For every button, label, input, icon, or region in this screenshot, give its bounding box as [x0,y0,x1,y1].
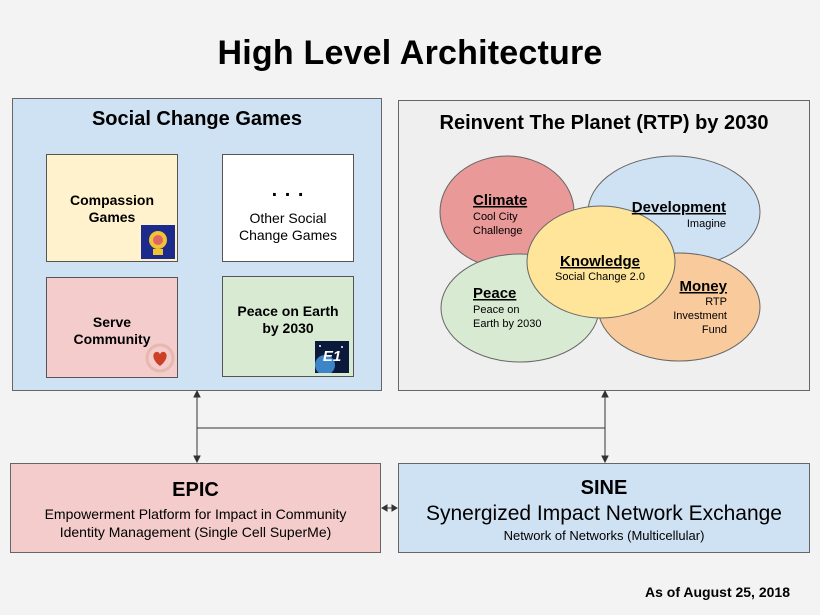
as-of-date: As of August 25, 2018 [645,584,790,600]
climate-line1: Cool City [473,211,518,223]
epic-box[interactable]: EPIC Empowerment Platform for Impact in … [10,463,381,553]
money-line2: Investment [673,310,727,322]
epic-line2: Identity Management (Single Cell SuperMe… [59,524,332,540]
compassion-games-label-line1: Compassion [69,192,154,208]
other-games-label-line2: Change Games [238,227,338,243]
connector-lines [193,389,609,512]
compassion-games-label-line2: Games [88,209,136,225]
development-title: Development [632,199,726,216]
earth-logo-text: E1 [323,348,341,365]
peace-title: Peace [473,285,516,302]
development-line1: Imagine [687,218,726,230]
epic-line1: Empowerment Platform for Impact in Commu… [44,506,347,522]
social-change-games-title: Social Change Games [91,108,303,130]
peace-line2: Earth by 2030 [473,318,542,330]
knowledge-line1: Social Change 2.0 [555,271,645,283]
serve-community-card[interactable]: Serve Community [46,277,178,378]
sine-title: SINE [580,477,628,499]
money-line3: Fund [702,324,727,336]
climate-title: Climate [473,192,527,209]
sine-box[interactable]: SINE Synergized Impact Network Exchange … [398,463,810,553]
knowledge-title: Knowledge [560,253,640,270]
earth-logo-icon: E1 [315,341,349,375]
money-title: Money [679,278,727,295]
peace-on-earth-label-line2: by 2030 [262,320,314,336]
compassion-games-card[interactable]: Compassion Games [46,154,178,262]
other-games-label-line1: Other Social [249,210,327,226]
knowledge-circle[interactable] [526,205,676,319]
rtp-title: Reinvent The Planet (RTP) by 2030 [439,112,769,134]
page-title: High Level Architecture [217,34,603,72]
compassion-games-logo-icon [141,225,175,259]
other-games-card[interactable]: . . . Other Social Change Games [222,154,354,262]
serve-community-label-line1: Serve [92,314,132,330]
sine-line1: Synergized Impact Network Exchange [425,502,782,525]
epic-title: EPIC [172,479,219,501]
serve-community-label-line2: Community [73,331,151,347]
climate-line2: Challenge [473,225,523,237]
peace-on-earth-card[interactable]: Peace on Earth by 2030 E1 [222,276,354,377]
peace-on-earth-label-line1: Peace on Earth [237,303,339,319]
money-line1: RTP [705,296,727,308]
heart-icon [143,342,177,374]
sine-line2: Network of Networks (Multicellular) [503,528,705,543]
peace-line1: Peace on [473,304,519,316]
other-games-ellipsis: . . . [271,179,305,201]
